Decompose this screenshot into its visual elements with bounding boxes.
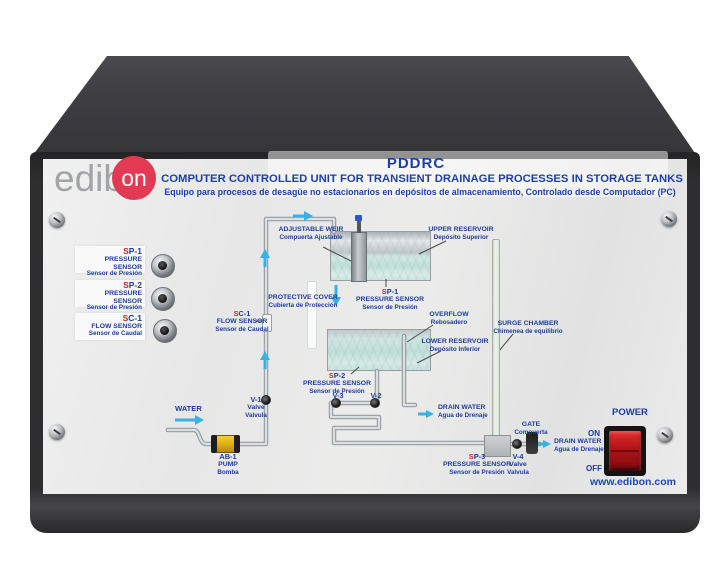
power-switch[interactable]	[604, 426, 646, 476]
power-label: POWER	[612, 407, 648, 418]
label-drain-water-lower: DRAIN WATER Agua de Drenaje	[554, 438, 604, 453]
valve-v2-knob[interactable]	[370, 398, 380, 408]
title-band	[268, 151, 668, 197]
label-adjustable-weir: ADJUSTABLE WEIR Compuerta Ajustable	[278, 226, 344, 241]
enclosure-top	[30, 56, 699, 159]
website-text: www.edibon.com	[590, 476, 676, 488]
screw-icon	[661, 211, 677, 227]
flow-arrow-drain-upper	[418, 410, 434, 418]
label-drain-water-upper: DRAIN WATER Agua de Drenaje	[438, 404, 488, 419]
label-v4: V-4 Valve Valvula	[507, 452, 529, 477]
label-lower-reservoir: LOWER RESERVOIR Depósito Inferior	[421, 338, 489, 353]
title-spanish: Equipo para procesos de desagüe no estac…	[164, 187, 676, 197]
label-sp3: SP-3 PRESSURE SENSOR Sensor de Presión	[443, 452, 511, 477]
weir-rod[interactable]	[357, 219, 361, 233]
lower-reservoir-tank	[327, 329, 431, 371]
flow-sensor-inline	[262, 314, 272, 332]
pipe-water-inlet	[165, 427, 216, 447]
valve-v1-knob[interactable]	[261, 395, 271, 405]
flow-arrow-top-right	[293, 211, 313, 221]
label-gate: GATE Compuerta	[514, 421, 548, 436]
pump-cap-right	[234, 435, 240, 453]
sp1-connector[interactable]	[151, 254, 175, 278]
label-sp2: SP-2 PRESSURE SENSOR Sensor de Presión	[303, 371, 371, 396]
label-pump-ab1: AB-1 PUMP Bomba	[217, 452, 239, 477]
gate-handle[interactable]	[526, 432, 538, 454]
sp3-chamber-box	[484, 435, 511, 457]
panel-label-sp1: SP-1 PRESSURE SENSOR Sensor de Presión	[75, 246, 145, 277]
label-v3: V-3	[332, 391, 344, 400]
screw-icon	[657, 427, 673, 443]
title-english: COMPUTER CONTROLLED UNIT FOR TRANSIENT D…	[161, 173, 683, 185]
sc1-connector[interactable]	[153, 319, 177, 343]
power-on-label: ON	[588, 429, 600, 438]
screw-icon	[49, 424, 65, 440]
label-overflow: OVERFLOW Rebosadero	[429, 311, 469, 326]
power-off-label: OFF	[586, 464, 602, 473]
pipe-riser-to-upper-tank	[236, 216, 337, 447]
valve-v3-knob[interactable]	[331, 398, 341, 408]
weir-handle[interactable]	[355, 215, 362, 221]
label-v2: V-2	[370, 391, 382, 400]
flow-arrow-down-to-lower	[331, 285, 341, 306]
screw-icon	[49, 212, 65, 228]
sp2-connector[interactable]	[151, 287, 175, 311]
pump-ab1	[211, 435, 240, 453]
flow-arrow-riser-up-1	[260, 249, 270, 267]
protective-cover	[307, 281, 317, 349]
label-surge-chamber: SURGE CHAMBER Chimenea de equilibrio	[493, 320, 563, 335]
surge-chamber-tube	[492, 239, 500, 438]
edibon-logo-on: on	[121, 164, 147, 191]
label-water-inlet: WATER	[175, 404, 202, 413]
label-sp1: SP-1 PRESSURE SENSOR Sensor de Presión	[356, 287, 424, 312]
label-sc1: SC-1 FLOW SENSOR Sensor de Caudal	[215, 309, 269, 334]
label-v1: V-1 Valve Valvula	[245, 395, 267, 420]
flow-arrow-water-inlet	[175, 415, 204, 425]
valve-v4-knob[interactable]	[512, 439, 522, 449]
upper-reservoir-tank	[330, 231, 431, 281]
adjustable-weir[interactable]	[351, 232, 367, 282]
pump-cap-left	[211, 435, 217, 453]
pipe-overflow-drain	[401, 333, 418, 408]
pipe-serpentine-drain	[328, 368, 489, 446]
label-upper-reservoir: UPPER RESERVOIR Depósito Superior	[428, 226, 494, 241]
flow-arrow-riser-up-2	[260, 351, 270, 369]
panel-label-sc1: SC-1 FLOW SENSOR Sensor de Caudal	[75, 313, 145, 340]
model-title: PDDRC	[386, 155, 446, 172]
power-rocker[interactable]	[609, 431, 641, 471]
label-protective-cover: PROTECTIVE COVER Cubierta de Protección	[268, 294, 338, 309]
edibon-logo-circle: on	[112, 156, 156, 200]
panel-label-sp2: SP-2 PRESSURE SENSOR Sensor de Presión	[75, 280, 145, 311]
front-panel	[43, 159, 687, 494]
